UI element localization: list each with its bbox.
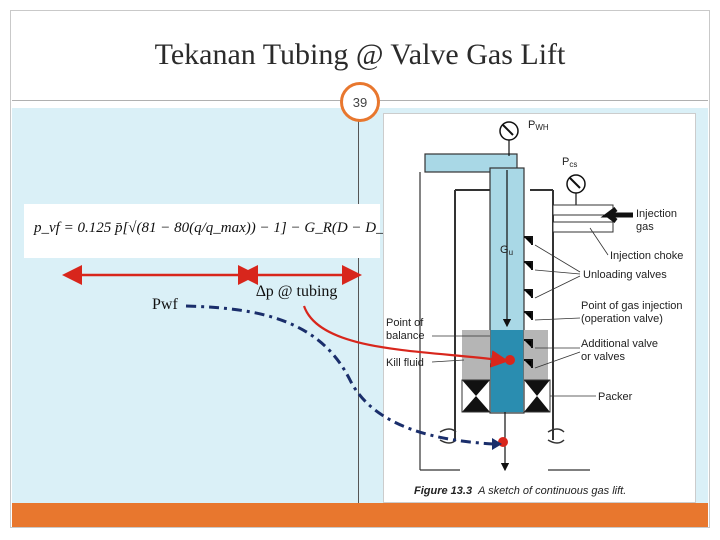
packer-right [524,380,550,412]
kill-fluid-tubing [491,330,523,412]
delta-p-pointer-arrow [302,305,509,368]
kill-fluid-annulus-right [524,330,548,380]
label-unloading-valves: Unloading valves [583,269,667,281]
formula-equation: p_vf = 0.125 p̄[√(81 − 80(q/q_max)) − 1]… [34,220,400,236]
slide-frame [10,10,710,528]
label-injection-gas: Injection gas [636,208,677,233]
label-pcs: Pcs [562,156,578,169]
injection-gas-arrow [600,207,633,223]
pwf-label: Pwf [152,296,178,313]
column-divider [358,108,359,503]
label-injection-choke: Injection choke [610,250,684,262]
label-kill-fluid: Kill fluid [386,357,424,369]
injection-point-marker [505,355,515,365]
pwf-pointer-arrow [185,304,495,446]
gas-lift-figure-panel [383,113,696,503]
label-additional-valve: Additional valve or valves [581,338,659,363]
label-gradient: Gu [500,244,514,257]
label-packer: Packer [598,391,633,403]
delta-p-label: ∆p @ tubing [256,283,338,300]
footer-accent-bar [12,503,708,527]
packer-left [462,380,490,412]
unloading-valves [524,236,533,368]
label-pwh: PWH [528,119,549,132]
formula-box [24,204,380,258]
kill-fluid-annulus-left [462,330,490,380]
label-point-of-balance: Point of balance [386,317,425,342]
label-point-of-gas-injection: Point of gas injection (operation valve) [581,300,683,325]
injection-gas-line [552,204,614,216]
slide-title: Tekanan Tubing @ Valve Gas Lift [154,38,566,71]
page-number-badge: 39 [340,82,380,122]
